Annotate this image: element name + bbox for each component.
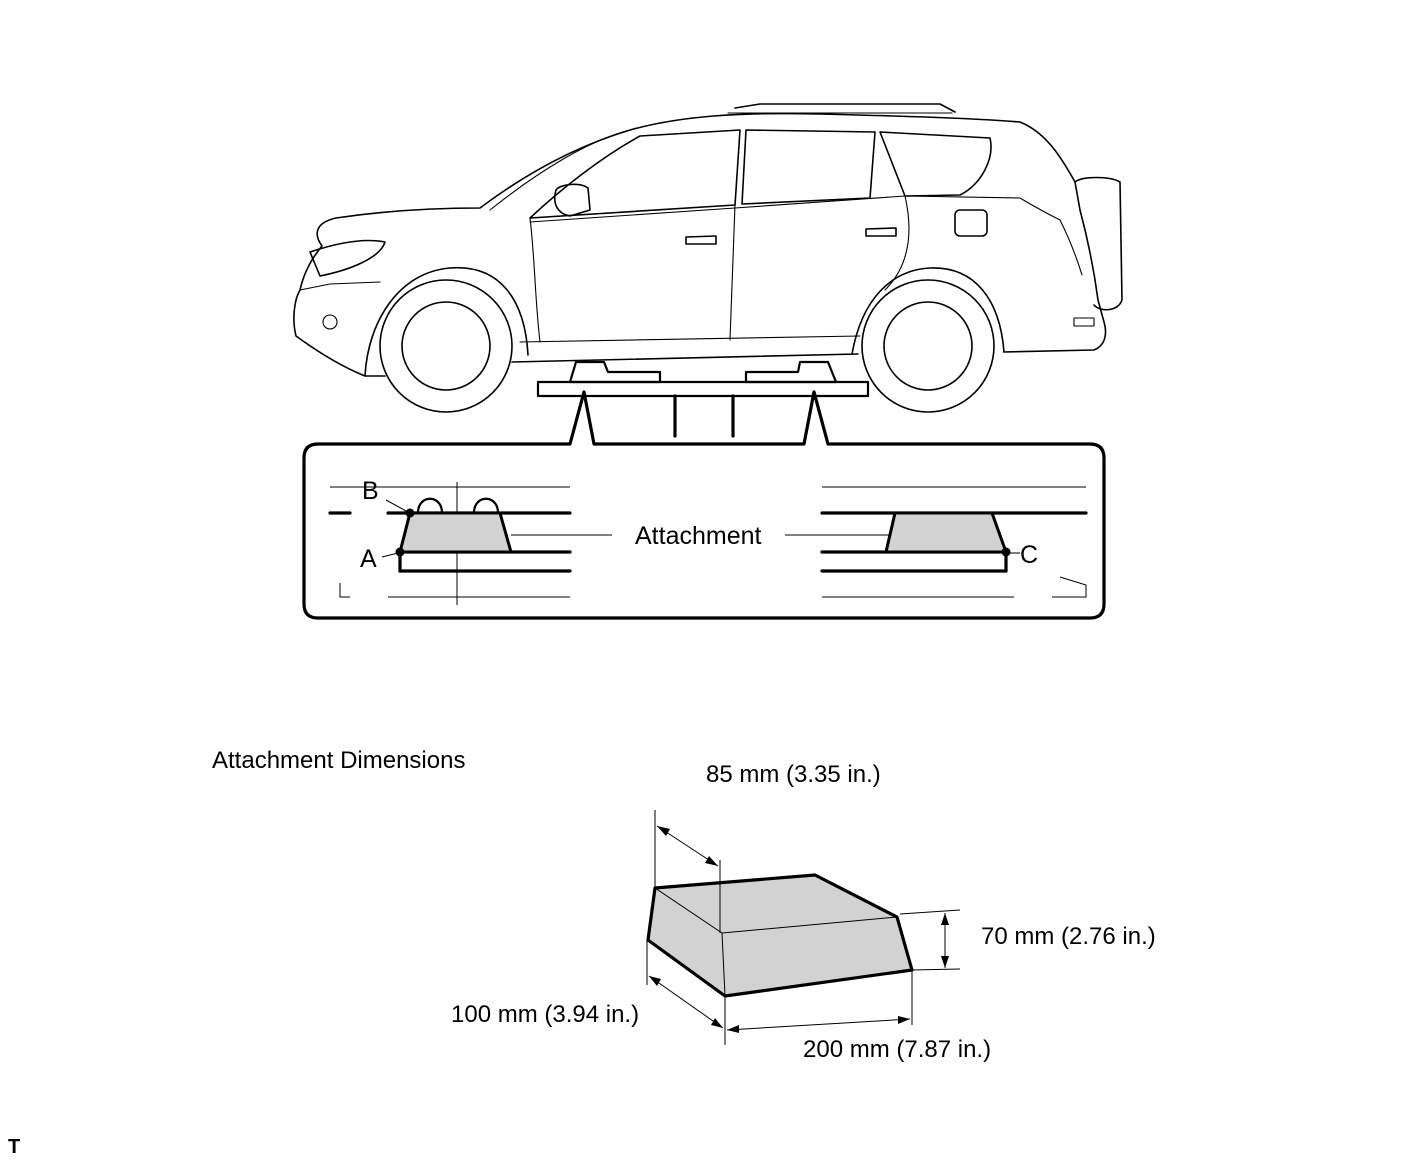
- detail-callout: Attachment B A C: [302, 390, 1106, 620]
- point-c-label: C: [1020, 541, 1038, 569]
- dimensions-heading: Attachment Dimensions: [212, 747, 465, 774]
- left-detail: [328, 482, 572, 605]
- point-b-label: B: [362, 477, 379, 505]
- attachment-label: Attachment: [635, 522, 762, 550]
- corner-code: T: [8, 1136, 20, 1158]
- point-a-marker: [395, 547, 405, 557]
- attachment-block-drawing: [646, 810, 961, 1045]
- lift-platform: [536, 360, 870, 438]
- dimension-height: 70 mm (2.76 in.): [981, 923, 1156, 950]
- point-b-marker: [405, 508, 415, 518]
- dimension-top-width: 85 mm (3.35 in.): [706, 761, 881, 788]
- right-detail: [820, 486, 1088, 598]
- dimension-depth: 100 mm (3.94 in.): [451, 1001, 639, 1028]
- dimension-length: 200 mm (7.87 in.): [803, 1036, 991, 1063]
- vehicle-illustration: [293, 103, 1123, 413]
- point-a-label: A: [360, 545, 377, 573]
- point-c-marker: [1001, 547, 1011, 557]
